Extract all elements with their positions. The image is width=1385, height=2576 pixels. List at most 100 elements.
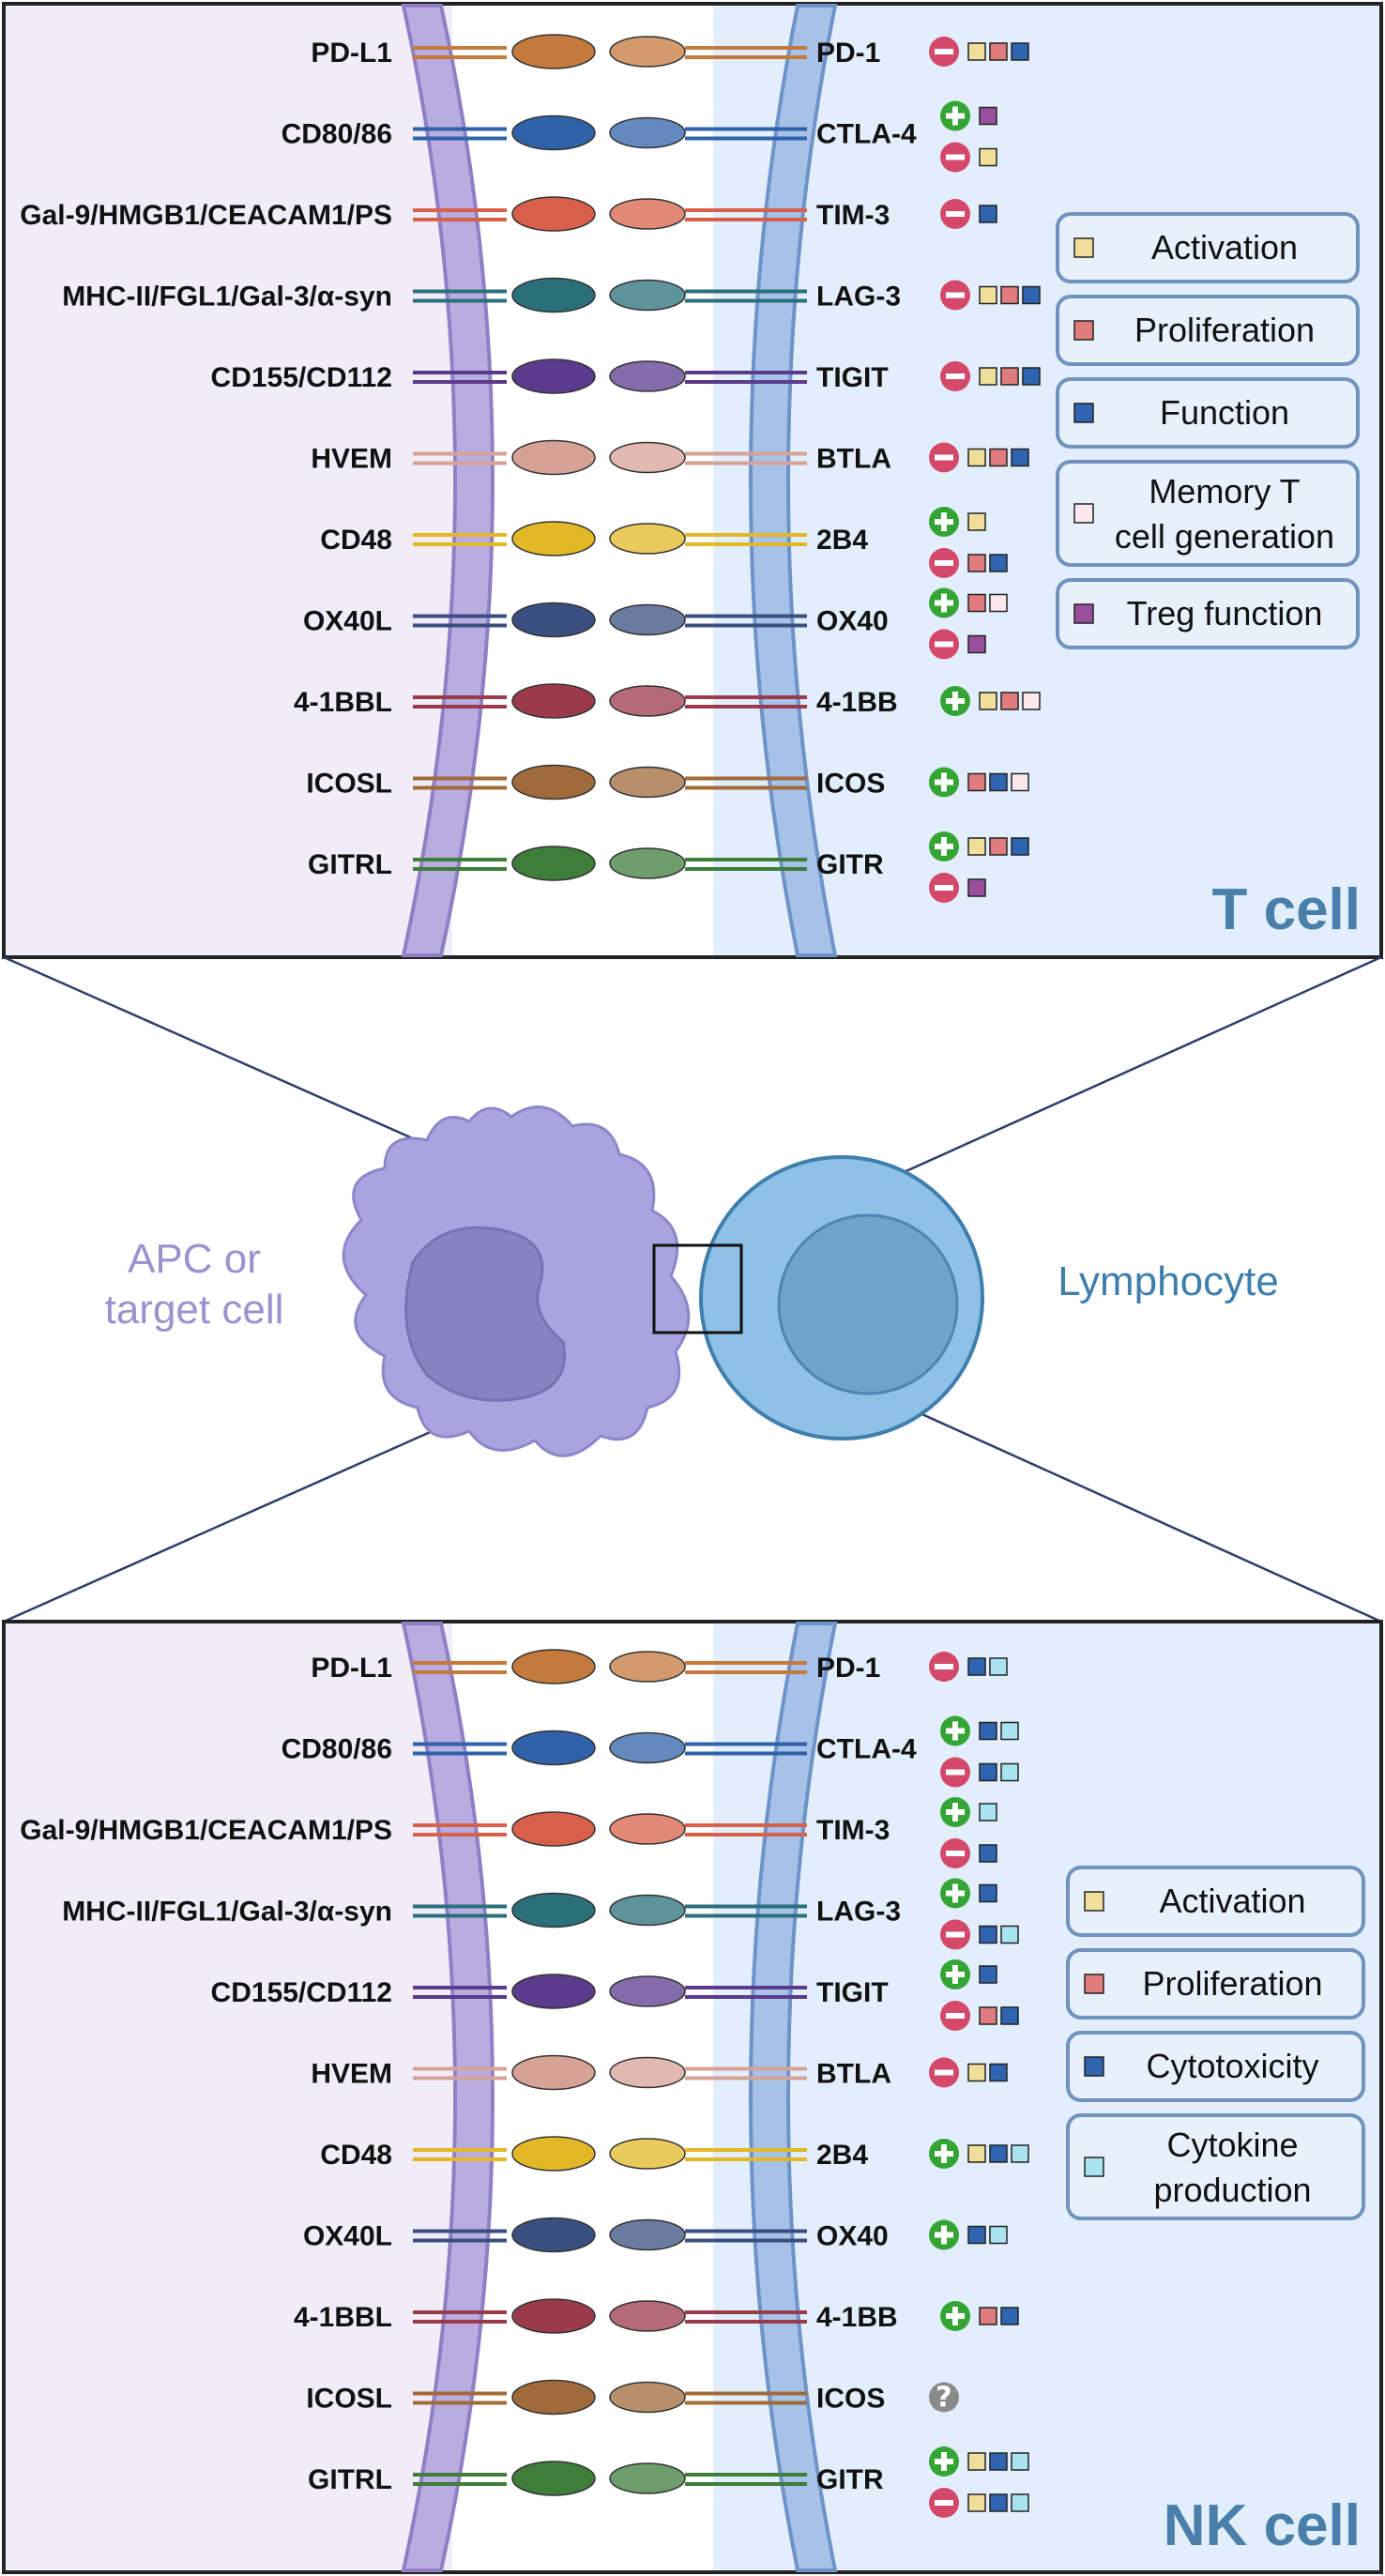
receptor-domain [609,441,686,474]
effect-activation-square [967,2063,986,2082]
effect-minus-icon-glyph [935,885,953,891]
legend-item-function: Function [1056,377,1360,449]
ligand-domain [511,2136,596,2172]
effect-function-square [1011,42,1029,61]
effect-plus-icon-glyph-v [941,2144,947,2163]
legend-item-proliferation: Proliferation [1066,1948,1365,2020]
receptor-label: CTLA-4 [816,1734,917,1765]
effect-proliferation-square [979,2006,997,2025]
ligand-domain [511,1730,596,1766]
effect-proliferation-square [1000,285,1019,305]
effect-cytokine-square [989,2225,1008,2245]
effect-plus-icon-glyph-v [952,692,958,710]
ligand-label: OX40L [303,2221,392,2252]
effect-memory-square [1022,692,1041,710]
apc-nucleus [404,1226,566,1402]
effect-plus-icon-glyph-v [952,1883,958,1903]
effect-cytokine-square [979,1803,997,1821]
effect-cytokine-square [1011,2144,1029,2163]
receptor-domain [609,1975,686,2007]
effect-proliferation-square [1000,367,1019,386]
effect-cytokine-square [1011,2493,1029,2512]
ligand-domain [511,2461,596,2496]
receptor-label: 4-1BB [816,687,898,718]
legend-box [1066,1866,1365,1937]
receptor-domain [609,360,686,392]
ligand-label: PD-L1 [311,1653,392,1684]
ligand-label: 4-1BBL [294,687,392,718]
receptor-domain [609,1813,686,1845]
effect-activation-square [967,2493,986,2512]
effect-activation-square [967,42,986,61]
effect-treg-square [967,634,986,654]
receptor-domain [609,1651,686,1683]
ligand-label: GITRL [308,2464,392,2495]
effect-function-square [989,2063,1008,2082]
receptor-label: GITR [816,2464,884,2495]
effect-plus-icon-glyph-v [941,772,947,792]
legend-box [1066,1948,1365,2020]
apc-label-line2: target cell [105,1287,284,1333]
receptor-label: TIM-3 [816,200,890,231]
effect-function-square [1000,2307,1019,2325]
pair-row: GITRL GITR [308,2446,1029,2518]
effect-plus-icon-glyph-v [941,837,947,856]
ligand-label: HVEM [311,444,392,475]
effect-function-square [1011,837,1029,856]
effect-proliferation-square [979,2307,997,2325]
effect-function-square [979,205,997,223]
receptor-label: 2B4 [816,2140,868,2171]
nk-cell-legend: ActivationProliferationCytotoxicityCytok… [1066,1866,1365,2220]
effect-function-square [1000,2006,1019,2025]
effect-minus-icon-glyph [935,641,953,648]
ligand-domain [511,2054,596,2091]
effect-minus-icon-glyph [935,1664,953,1669]
effect-activation-square [979,692,997,710]
effect-function-square [1011,448,1029,467]
ligand-domain [511,358,596,394]
receptor-domain [609,766,686,799]
effect-minus-icon-glyph [946,1769,965,1776]
legend-swatch [1084,1974,1104,1994]
effect-plus-icon-glyph-v [952,1965,958,1984]
legend-item-function: Cytotoxicity [1066,2031,1365,2102]
effect-plus-icon-glyph-v [941,2452,947,2471]
ligand-domain [511,2379,596,2416]
ligand-label: MHC-II/FGL1/Gal-3/α-syn [62,282,392,312]
receptor-domain [609,198,686,230]
lymphocyte-label: Lymphocyte [1058,1258,1279,1304]
ligand-domain [511,114,596,151]
receptor-domain [609,2138,686,2170]
effect-activation-square [967,2144,986,2163]
effect-minus-icon-glyph [935,560,953,566]
effect-function-square [989,2452,1008,2471]
receptor-label: TIGIT [816,1977,889,2008]
ligand-domain [511,846,596,881]
legend-box [1056,377,1360,449]
receptor-domain [609,685,686,717]
receptor-label: CTLA-4 [816,119,917,150]
receptor-domain [609,1894,686,1927]
legend-swatch [1073,320,1094,341]
ligand-domain [511,1974,596,2009]
effect-unknown-icon-glyph: ? [936,2382,951,2415]
effect-unknown-icon [929,2382,959,2413]
legend-box [1056,212,1360,283]
legend-box [1066,2113,1365,2220]
legend-label: Activation [1159,1882,1305,1920]
ligand-label: CD155/CD112 [211,362,392,393]
effect-proliferation-square [1000,692,1019,710]
effect-minus-icon-glyph [935,49,953,54]
legend-label: cell generation [1115,517,1334,556]
ligand-domain [511,2298,596,2334]
ligand-domain [511,34,596,69]
effect-minus-icon-glyph [946,211,965,217]
effect-function-square [979,1721,997,1741]
effect-minus-icon-glyph [946,373,965,379]
